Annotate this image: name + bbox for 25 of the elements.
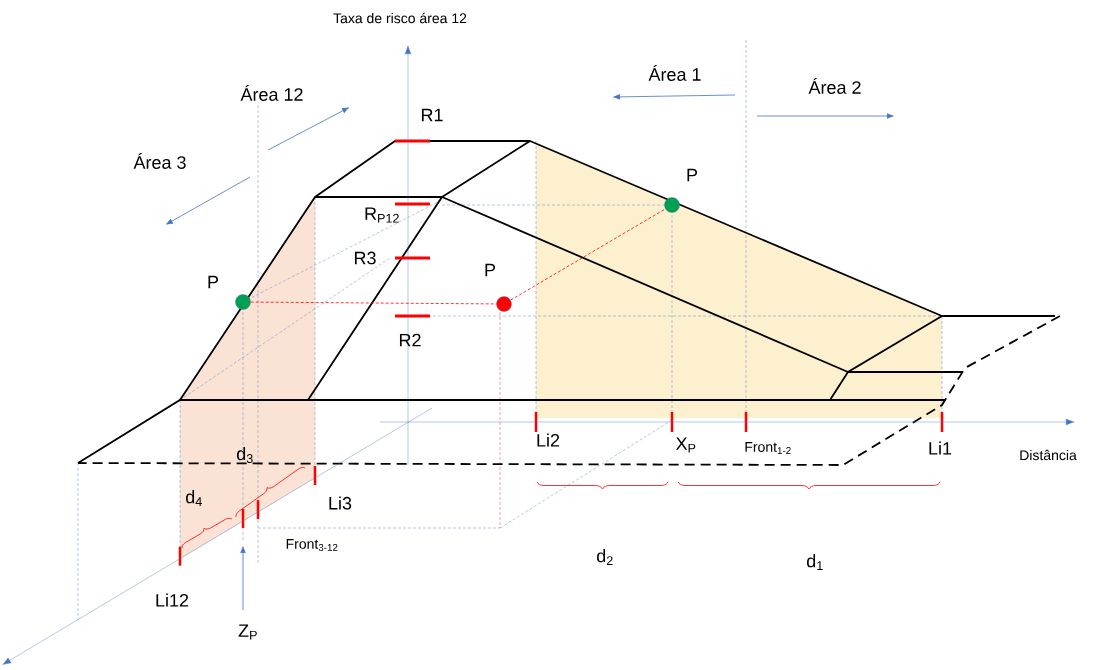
dimension-label: d$_{4}$: [186, 490, 202, 506]
tick-label: R$_{P12}$: [365, 207, 399, 223]
tick-label: R1: [421, 108, 443, 122]
area-label: Área 3: [133, 153, 186, 169]
point-label: P: [485, 263, 496, 277]
tick-label: Front$_{1-2}$: [745, 442, 791, 454]
axis-label: Taxa de risco área 12: [333, 12, 467, 24]
dimension-label: d$_{2}$: [597, 549, 613, 565]
tick-label: Li1: [929, 441, 952, 455]
tick-label: Li12: [156, 593, 189, 607]
area-label: Área 2: [808, 78, 861, 94]
point-label: P: [687, 168, 698, 182]
area-label: Área 1: [648, 65, 701, 81]
tick-label: R3: [354, 251, 376, 265]
point-label: P: [208, 275, 219, 289]
axis-label: Distância: [1020, 449, 1077, 461]
tick-label: Li3: [329, 496, 352, 510]
tick-label: Front$_{3-12}$: [286, 539, 338, 551]
dimension-label: d$_{3}$: [237, 447, 253, 463]
dimension-label: d$_{1}$: [807, 554, 823, 570]
tick-label: Li2: [537, 433, 560, 447]
area-label: Área 12: [240, 85, 303, 101]
tick-label: R2: [399, 333, 421, 347]
tick-label: Z$_{P}$: [238, 624, 257, 640]
tick-label: X$_{P}$: [675, 437, 696, 453]
